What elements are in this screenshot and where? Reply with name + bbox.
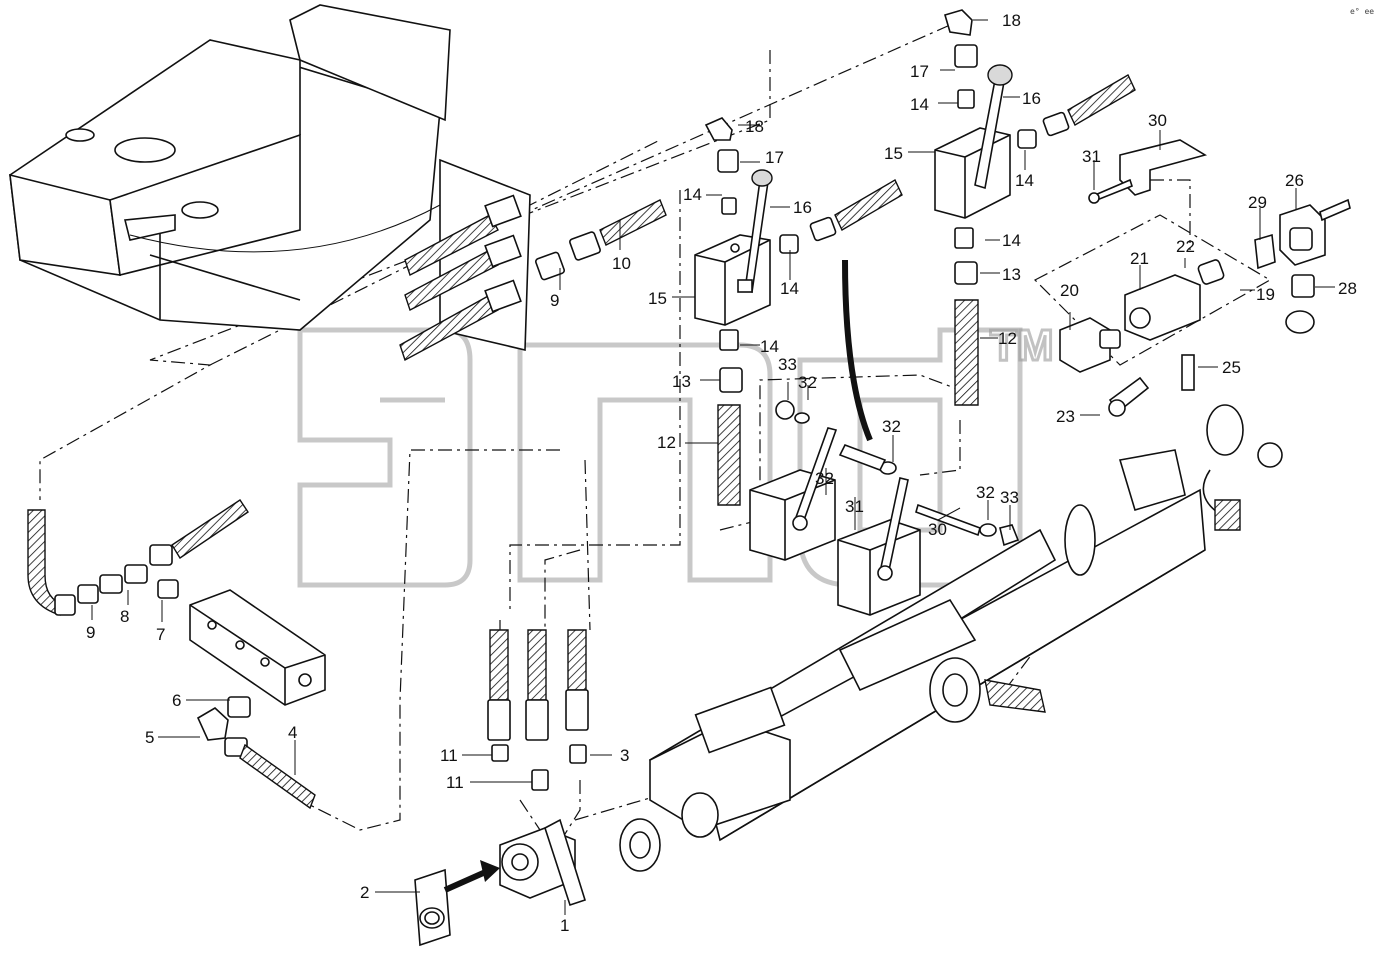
bracket <box>1088 139 1208 204</box>
callout-33-a: 33 <box>778 355 797 374</box>
callout-7: 7 <box>156 625 165 644</box>
callout-10: 10 <box>612 254 631 273</box>
callout-17-upper: 17 <box>910 62 929 81</box>
callout-16-lower: 16 <box>793 198 812 217</box>
callout-33-b: 33 <box>1000 488 1019 507</box>
callout-26: 28 <box>1338 279 1357 298</box>
callout-14-b: 14 <box>1015 171 1034 190</box>
callout-14-f: 14 <box>1002 231 1021 250</box>
callout-23: 23 <box>1056 407 1075 426</box>
hoses-left <box>27 499 326 810</box>
valve-group-left <box>694 117 773 506</box>
seal-kit-bag <box>414 868 451 947</box>
valve-group-right <box>934 9 1136 406</box>
callout-14-c: 14 <box>683 185 702 204</box>
callout-29: 31 <box>1082 147 1101 166</box>
hoses-middle <box>535 179 903 281</box>
callout-17-lower: 17 <box>765 148 784 167</box>
machine-frame <box>9 4 531 352</box>
callout-32-a: 32 <box>798 373 817 392</box>
solenoid-connector <box>1254 198 1351 334</box>
callout-32-c: 32 <box>815 469 834 488</box>
callout-2: 2 <box>360 883 369 902</box>
callout-3: 3 <box>620 746 629 765</box>
callout-20: 20 <box>1060 281 1079 300</box>
callout-15-lower: 15 <box>648 289 667 308</box>
callout-8: 8 <box>120 607 129 626</box>
callout-21: 21 <box>1130 249 1149 268</box>
callout-30: 30 <box>928 520 947 539</box>
lever-blocks <box>749 400 1020 616</box>
callout-11-b: 11 <box>446 773 464 792</box>
valve-block-assembly <box>1059 259 1225 417</box>
callout-16-upper: 16 <box>1022 89 1041 108</box>
callout-9-upper: 9 <box>550 291 559 310</box>
hydraulic-pump <box>499 818 586 907</box>
callout-31: 31 <box>845 497 864 516</box>
frame-hose-bundle <box>399 194 522 362</box>
callout-11-a: 11 <box>440 746 458 765</box>
callout-5: 5 <box>145 728 154 747</box>
callout-4: 4 <box>288 723 297 742</box>
callout-9-lower: 9 <box>86 623 95 642</box>
callout-12-upper: 12 <box>998 329 1017 348</box>
callout-14-d: 14 <box>780 279 799 298</box>
callout-1: 1 <box>560 916 569 935</box>
callout-25: 26 <box>1285 171 1304 190</box>
callout-6: 6 <box>172 691 181 710</box>
watermark-tm: TM <box>990 321 1054 370</box>
corner-mark: e° ee <box>1350 7 1374 16</box>
callout-18-lower: 18 <box>745 117 764 136</box>
callout-14-e: 14 <box>760 337 779 356</box>
callout-24: 25 <box>1222 358 1241 377</box>
callout-19: 19 <box>1256 285 1275 304</box>
callout-32-b: 32 <box>882 417 901 436</box>
callout-18-upper: 18 <box>1002 11 1021 30</box>
direction-arrow-pump <box>443 867 492 893</box>
callout-12-lower: 12 <box>657 433 676 452</box>
hoses-lower-center <box>487 629 589 791</box>
callout-labels: 18 17 14 16 15 14 18 17 14 16 10 9 15 14… <box>86 7 1374 935</box>
direction-arrow-center <box>842 259 873 442</box>
callout-15-upper: 15 <box>884 144 903 163</box>
callout-22: 22 <box>1176 237 1195 256</box>
callout-28: 30 <box>1148 111 1167 130</box>
callout-13-upper: 13 <box>1002 265 1021 284</box>
callout-27: 29 <box>1248 193 1267 212</box>
callout-13-lower: 13 <box>672 372 691 391</box>
boom-assembly <box>619 404 1283 872</box>
callout-32-d: 32 <box>976 483 995 502</box>
callout-14-a: 14 <box>910 95 929 114</box>
